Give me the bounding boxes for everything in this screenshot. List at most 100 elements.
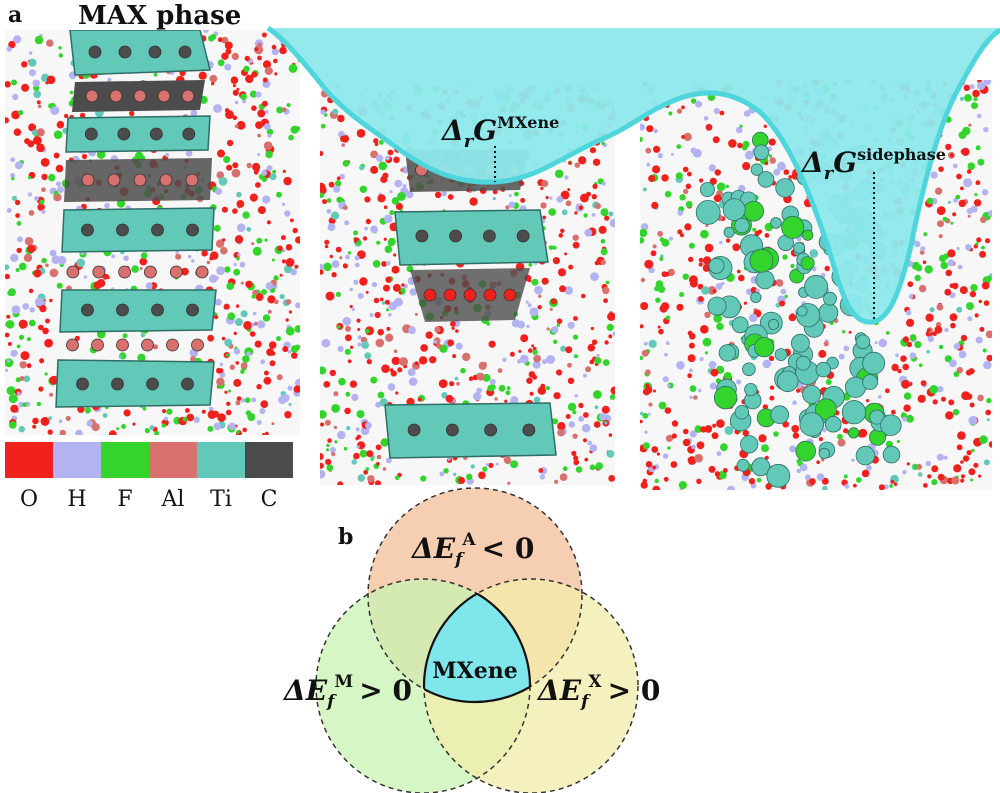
atom (541, 180, 549, 187)
cluster-atom (707, 296, 727, 316)
atom (48, 416, 52, 420)
atom (762, 359, 772, 369)
atom (370, 150, 378, 159)
atom (190, 109, 198, 117)
atom (861, 469, 870, 478)
atom (462, 352, 471, 362)
atom (528, 263, 533, 267)
atom (558, 233, 564, 238)
atom (232, 115, 238, 121)
atom (349, 304, 353, 309)
atom (728, 139, 737, 148)
atom (213, 422, 222, 431)
atom (679, 292, 685, 297)
cluster-atom (768, 318, 780, 330)
cluster-atom (775, 178, 795, 198)
atom (285, 299, 292, 305)
atom (768, 355, 775, 362)
atom (661, 238, 670, 247)
atom (719, 240, 723, 245)
atom (782, 254, 788, 260)
atom (657, 153, 664, 159)
atom (537, 305, 542, 310)
cluster-atom (713, 385, 738, 410)
atom (342, 263, 348, 269)
atom (53, 130, 63, 139)
atom (228, 422, 236, 431)
atom (967, 162, 976, 170)
atom (235, 361, 240, 365)
atom (429, 356, 437, 364)
atom (982, 348, 987, 353)
atom (108, 430, 117, 435)
atom (371, 281, 378, 288)
atom (709, 177, 717, 185)
atom (346, 426, 351, 431)
atom (687, 456, 697, 465)
atom (565, 414, 571, 419)
atom (30, 248, 35, 253)
atom (33, 269, 42, 278)
atom (539, 474, 546, 480)
atom (546, 327, 550, 331)
atom (345, 334, 352, 342)
atom (974, 193, 978, 197)
cluster-atom (862, 351, 886, 375)
atom (732, 243, 741, 252)
atom (408, 377, 418, 387)
atom (545, 386, 551, 391)
atom (19, 376, 25, 381)
atom (285, 326, 295, 336)
atom (35, 297, 44, 307)
atom (553, 339, 558, 344)
atom (240, 362, 248, 369)
atom (164, 416, 168, 421)
atom (983, 300, 990, 306)
atom (967, 316, 973, 322)
atom (600, 248, 608, 256)
atom (594, 260, 600, 266)
atom (96, 150, 106, 159)
atom (139, 257, 148, 266)
atom (234, 235, 244, 244)
atom (271, 48, 279, 56)
atom (26, 363, 32, 369)
atom (682, 438, 691, 447)
lattice-atom (186, 303, 199, 317)
cluster-atom (818, 447, 830, 460)
atom (665, 341, 670, 346)
atom (357, 328, 361, 331)
atom (520, 197, 526, 203)
atom (251, 242, 255, 246)
atom (287, 349, 292, 354)
atom (335, 180, 342, 187)
atom (739, 124, 743, 128)
atom (837, 433, 843, 440)
atom (162, 409, 167, 414)
lattice-atom (443, 288, 457, 302)
atom (326, 464, 334, 472)
atom (40, 158, 50, 167)
atom (225, 409, 232, 416)
atom (945, 411, 954, 420)
atom (23, 375, 31, 383)
atom (122, 333, 128, 339)
atom (339, 256, 343, 260)
atom (381, 301, 386, 305)
lattice-atom (449, 229, 463, 243)
atom (601, 141, 605, 146)
atom (364, 352, 372, 360)
atom (320, 366, 327, 375)
atom (226, 401, 231, 406)
delta-g-sidephase-label: ΔrGsidephase (800, 145, 946, 184)
atom (959, 286, 968, 295)
atom (652, 165, 661, 174)
atom (59, 429, 66, 435)
atom (591, 213, 596, 217)
atom (116, 199, 126, 208)
max-phase-layers (55, 30, 217, 408)
atom (514, 191, 519, 197)
atom (578, 416, 584, 422)
atom (327, 438, 332, 443)
atom (469, 197, 478, 206)
